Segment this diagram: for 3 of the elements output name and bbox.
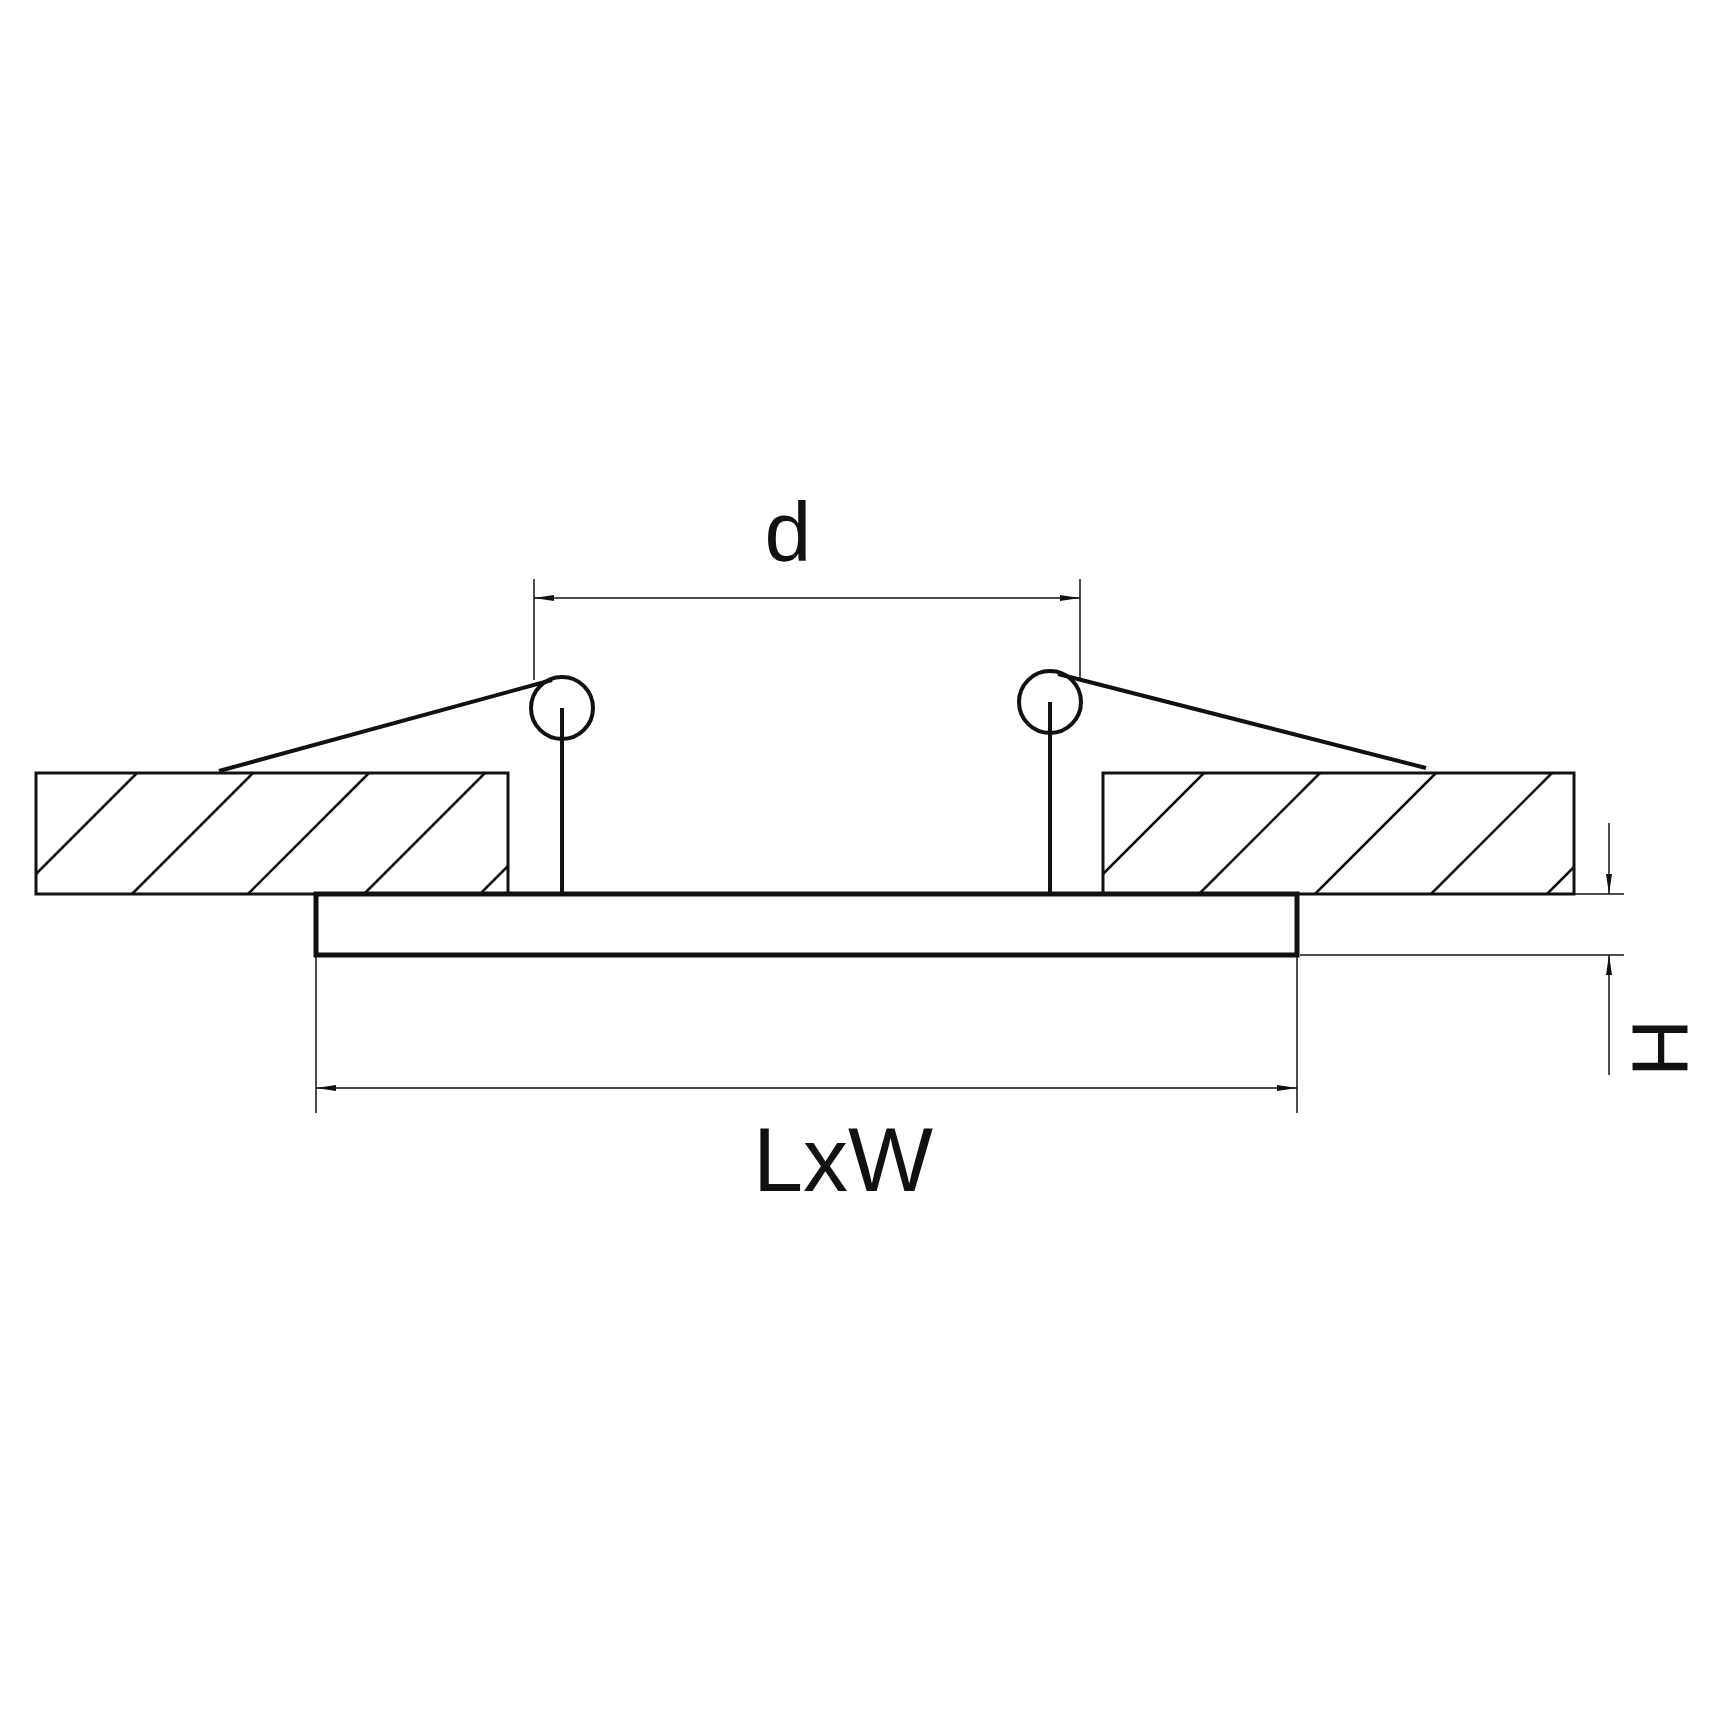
dimension-label: d <box>764 490 812 574</box>
dimension-label: LxW <box>753 1115 933 1205</box>
dimension-label: H <box>1619 1019 1700 1077</box>
